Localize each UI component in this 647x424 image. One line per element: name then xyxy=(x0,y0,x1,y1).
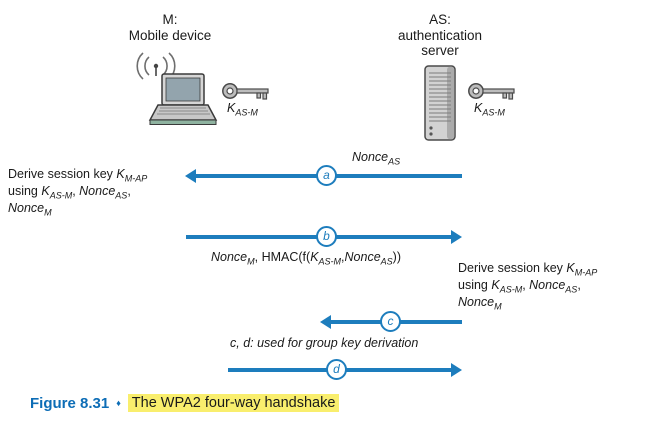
key-label-server: KAS-M xyxy=(474,101,505,118)
message-c-badge: c xyxy=(380,311,401,332)
as-title-line1: AS: xyxy=(429,12,451,27)
derive-note-right-line1: Derive session key KM-AP xyxy=(458,261,598,278)
mobile-title-line1: M: xyxy=(162,12,178,27)
figure-title: The WPA2 four-way handshake xyxy=(127,394,340,412)
arrowhead-left-icon xyxy=(320,315,331,329)
arrowhead-left-icon xyxy=(185,169,196,183)
mobile-device-title: M: Mobile device xyxy=(103,12,237,43)
derive-key-note-mobile: Derive session key KM-AP using KAS-M, No… xyxy=(8,166,190,217)
figure-caption: Figure 8.31 ♦ The WPA2 four-way handshak… xyxy=(30,394,340,412)
derive-note-left-line1: Derive session key KM-AP xyxy=(8,167,148,184)
key-icon-server xyxy=(468,83,515,100)
as-title-line2: authentication xyxy=(397,27,483,43)
diamond-separator-icon: ♦ xyxy=(116,398,121,408)
laptop-wifi-icon xyxy=(136,52,218,125)
message-d-badge: d xyxy=(326,359,347,380)
arrowhead-right-icon xyxy=(451,230,462,244)
arrowhead-right-icon xyxy=(451,363,462,377)
message-b-badge: b xyxy=(316,226,337,247)
mobile-title-line2: Mobile device xyxy=(128,27,212,43)
derive-note-right-line3: NonceM xyxy=(458,295,502,312)
message-a-label: NonceAS xyxy=(352,150,401,167)
auth-server-title: AS: authentication server xyxy=(377,12,503,59)
derive-note-left-line3: NonceM xyxy=(8,201,52,218)
derive-note-right-line2: using KAS-M, NonceAS, xyxy=(458,278,581,295)
as-title-line3: server xyxy=(421,43,459,58)
key-label-mobile: KAS-M xyxy=(227,101,258,118)
figure-number: Figure 8.31 xyxy=(30,394,110,412)
message-b-label: NonceM, HMAC(f(KAS-M,NonceAS)) xyxy=(210,250,401,267)
key-icon-mobile xyxy=(222,83,269,100)
derive-key-note-server: Derive session key KM-AP using KAS-M, No… xyxy=(458,260,644,311)
message-a-badge: a xyxy=(316,165,337,186)
group-key-derivation-note: c, d: used for group key derivation xyxy=(230,336,419,350)
server-icon xyxy=(424,65,456,141)
derive-note-left-line2: using KAS-M, NonceAS, xyxy=(8,184,131,201)
